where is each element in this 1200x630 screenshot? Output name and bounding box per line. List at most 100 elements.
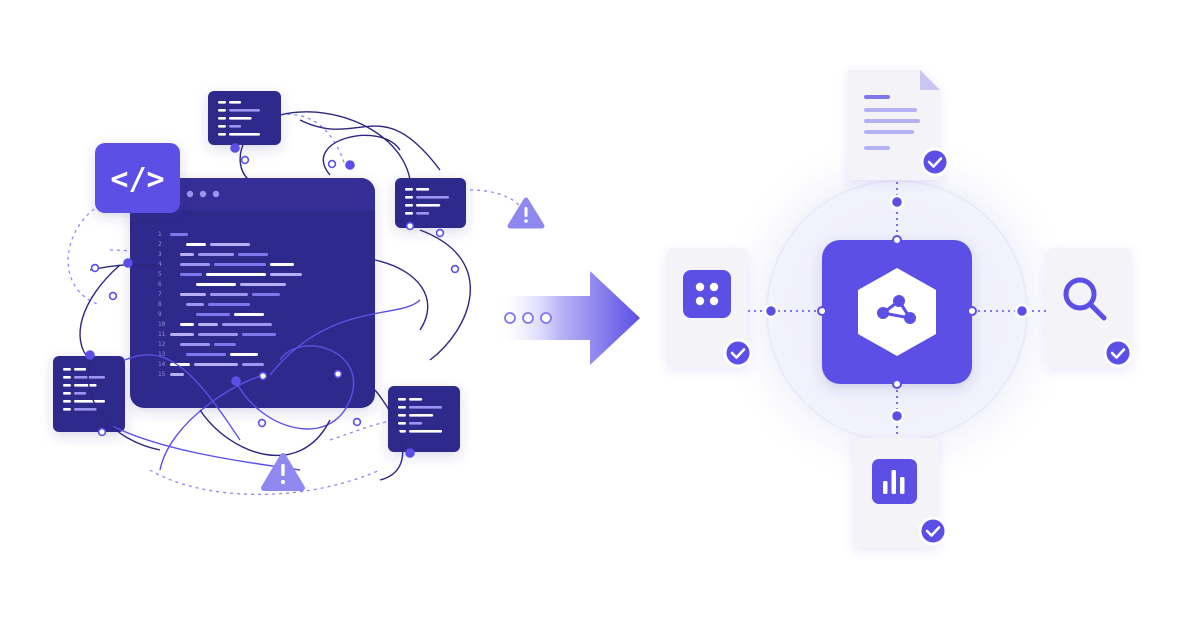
snippet-line	[416, 188, 430, 191]
wire-node	[231, 376, 241, 386]
snippet-line	[74, 376, 105, 379]
hub-connectors	[748, 182, 1046, 438]
snippet-line	[218, 117, 226, 120]
transition-dots	[504, 312, 552, 324]
snippet-line	[218, 109, 226, 112]
snippet-line	[63, 408, 71, 411]
window-dots	[186, 190, 220, 198]
snippet-lines	[63, 101, 449, 433]
snippet-card-left	[53, 356, 125, 432]
snippet-line	[398, 414, 406, 417]
code-line-number: 5	[158, 271, 162, 278]
code-line	[180, 273, 202, 276]
code-line	[210, 243, 250, 246]
code-line	[198, 333, 238, 336]
window-dot	[186, 190, 194, 198]
card-document	[848, 70, 950, 180]
hub-node	[967, 306, 977, 316]
check-icon	[920, 147, 950, 177]
grid-apps-icon	[683, 270, 731, 318]
code-line	[180, 323, 194, 326]
warning-icon	[507, 197, 545, 229]
code-line-number: 12	[158, 341, 166, 348]
snippet-line	[74, 368, 87, 371]
tangled-wires-dark	[87, 259, 429, 481]
wire-node	[405, 448, 415, 458]
snippet-line	[416, 204, 441, 207]
wire-node	[352, 417, 362, 427]
wire-node	[450, 264, 460, 274]
snippet-line	[74, 408, 97, 411]
check-icon	[723, 338, 753, 368]
code-line	[214, 263, 266, 266]
snippet-line	[63, 384, 71, 387]
wire-node	[90, 263, 100, 273]
code-line-number: 15	[158, 371, 166, 378]
arrow-right-icon	[495, 271, 640, 365]
wire-node	[327, 159, 337, 169]
wire-node	[230, 143, 240, 153]
code-line	[234, 313, 264, 316]
snippet-line	[63, 400, 71, 403]
code-line	[270, 273, 302, 276]
code-line-number: 7	[158, 291, 162, 298]
hub-node	[1014, 303, 1030, 319]
transition-dot	[522, 312, 534, 324]
snippet-line	[416, 212, 430, 215]
code-line-number: 13	[158, 351, 166, 358]
wire-node	[123, 258, 133, 268]
wire-node	[240, 155, 250, 165]
wire-node	[405, 221, 415, 231]
code-line-number: 2	[158, 241, 162, 248]
snippet-line	[409, 422, 423, 425]
snippet-line	[74, 392, 87, 395]
code-line	[180, 343, 210, 346]
code-line	[238, 253, 268, 256]
code-line	[186, 243, 206, 246]
code-line	[198, 253, 234, 256]
snippet-line	[218, 101, 226, 104]
wire-node	[435, 228, 445, 238]
card-chart	[853, 438, 948, 548]
wire-node	[345, 160, 355, 170]
organized-integration-hub	[666, 70, 1133, 548]
snippet-line	[218, 133, 226, 136]
code-line	[180, 263, 210, 266]
hub-node	[889, 194, 905, 210]
code-line	[240, 283, 286, 286]
code-lines	[170, 233, 302, 376]
snippet-line	[405, 188, 413, 191]
card-search	[1046, 248, 1133, 368]
snippet-line	[63, 368, 71, 371]
code-line-number: 11	[158, 331, 166, 338]
code-line	[214, 343, 236, 346]
hub-node	[817, 306, 827, 316]
check-icon	[1103, 338, 1133, 368]
snippet-line	[405, 212, 413, 215]
search-icon	[1063, 277, 1107, 321]
code-line	[210, 293, 248, 296]
code-line	[186, 353, 226, 356]
snippet-line	[398, 398, 406, 401]
bar-chart-icon	[872, 459, 917, 504]
code-line	[170, 363, 190, 366]
snippet-line	[229, 117, 252, 120]
code-line	[170, 373, 184, 376]
code-line-number: 1	[158, 231, 162, 238]
document-icon	[864, 95, 920, 150]
snippet-line	[409, 414, 434, 417]
code-line-number: 9	[158, 311, 162, 318]
wire-node	[258, 371, 268, 381]
code-line	[170, 233, 188, 236]
code-line-number: 3	[158, 251, 162, 258]
snippet-line	[74, 384, 97, 387]
card-apps	[666, 248, 753, 368]
snippet-line	[229, 101, 242, 104]
wire-node	[85, 350, 95, 360]
snippet-card-right	[395, 178, 466, 228]
code-line-number: 14	[158, 361, 166, 368]
code-line	[196, 313, 230, 316]
hub-connector-nodes	[763, 194, 1030, 424]
